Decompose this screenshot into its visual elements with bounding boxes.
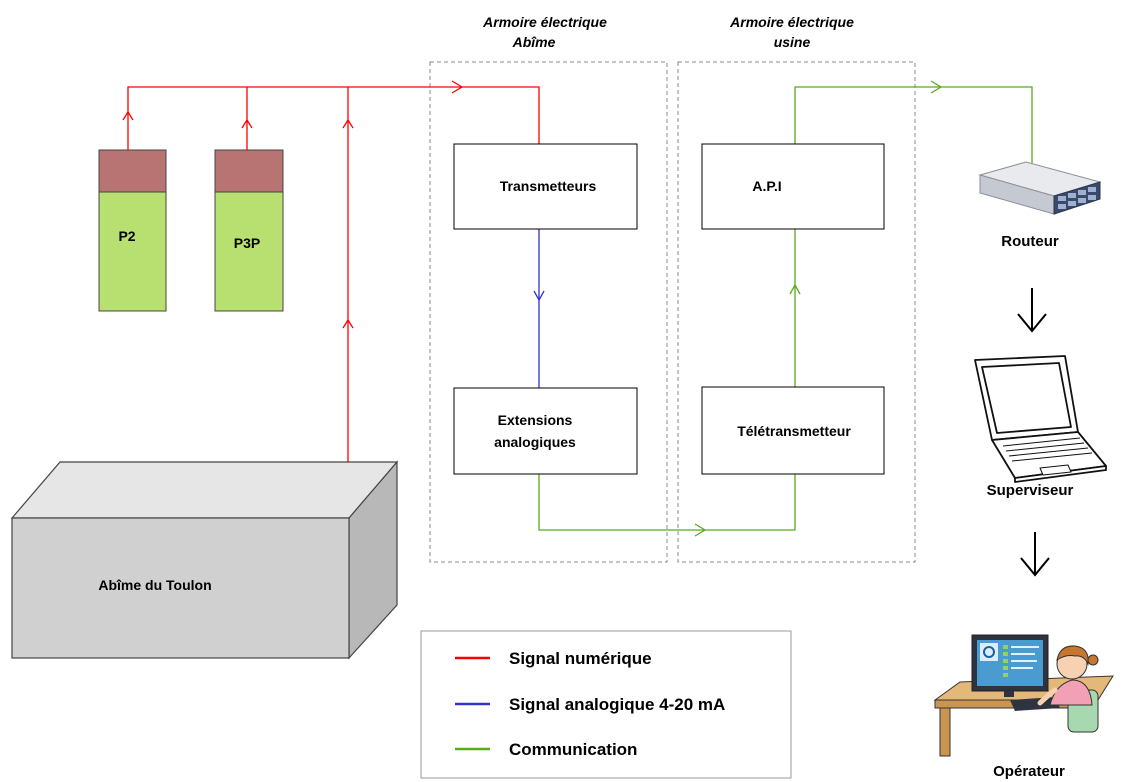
cabinet-abime-outline xyxy=(429,61,668,563)
cabinet-abime-title-2: Abîme xyxy=(512,34,556,50)
box-transmetteurs xyxy=(453,143,638,230)
analog-signal-line xyxy=(533,229,545,388)
sensor-p3p-label: P3P xyxy=(234,235,260,251)
box-api xyxy=(701,143,885,230)
box-transmetteurs-label: Transmetteurs xyxy=(500,178,597,194)
legend-label-analog: Signal analogique 4-20 mA xyxy=(509,695,725,714)
sensor-p3p xyxy=(214,149,284,312)
router-label: Routeur xyxy=(1001,233,1059,250)
communication-lines xyxy=(538,80,1033,537)
operator-label: Opérateur xyxy=(993,763,1065,780)
laptop-icon xyxy=(974,355,1107,483)
box-api-label: A.P.I xyxy=(752,178,781,194)
operator-at-computer-icon xyxy=(933,634,1114,757)
site-label: Abîme du Toulon xyxy=(98,577,211,593)
box-teletransmetteur xyxy=(701,386,885,475)
cabinet-usine-outline xyxy=(677,61,916,563)
box-extensions-label-2: analogiques xyxy=(494,434,576,450)
box-extensions-label-1: Extensions xyxy=(498,412,573,428)
box-extensions xyxy=(453,387,638,475)
legend-label-communication: Communication xyxy=(509,740,637,759)
router-icon xyxy=(978,161,1102,215)
sensor-p2 xyxy=(98,149,167,312)
sensor-p2-label: P2 xyxy=(118,228,135,244)
digital-signal-lines xyxy=(122,80,540,462)
cabinet-usine-title-1: Armoire électrique xyxy=(729,14,854,30)
cabinet-usine-title-2: usine xyxy=(774,34,811,50)
laptop-label: Superviseur xyxy=(987,482,1074,499)
arrow-down-icon xyxy=(1020,532,1050,577)
arrow-down-icon xyxy=(1017,288,1047,333)
box-teletransmetteur-label: Télétransmetteur xyxy=(737,423,851,439)
cabinet-abime-title-1: Armoire électrique xyxy=(482,14,607,30)
legend-label-digital: Signal numérique xyxy=(509,649,652,668)
site-block xyxy=(10,460,399,660)
